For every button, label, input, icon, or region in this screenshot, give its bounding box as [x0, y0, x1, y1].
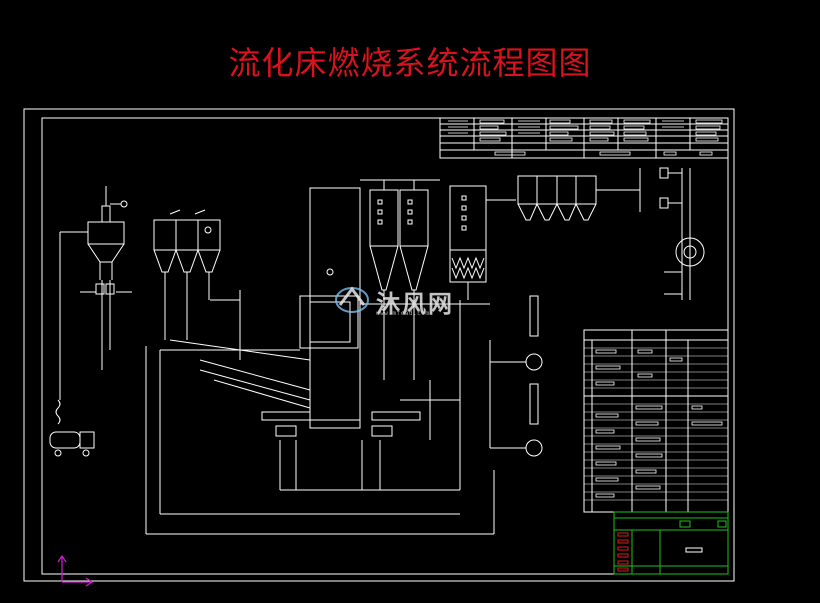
blowers	[489, 295, 543, 457]
ucs-axis-icon	[57, 554, 94, 587]
watermark: 沐风网 www.mfcad.com	[330, 283, 490, 318]
cyclones	[360, 179, 440, 380]
stack-fan	[659, 167, 705, 300]
drawing-title: 流化床燃烧系统流程图图	[228, 44, 592, 82]
triple-hopper	[153, 209, 221, 340]
bill-of-materials	[583, 329, 729, 513]
watermark-brand: 沐风网	[376, 290, 454, 318]
heat-exchanger	[449, 185, 516, 300]
bag-filter	[517, 168, 641, 221]
feed-silo-left	[55, 186, 132, 425]
piping	[145, 290, 495, 535]
watermark-url: www.mfcad.com	[376, 310, 430, 317]
outer-frame	[23, 108, 735, 582]
watermark-logo-icon	[335, 286, 369, 313]
furnace	[261, 187, 421, 437]
tank-truck	[49, 431, 95, 457]
inner-frame	[41, 117, 729, 575]
legend-table	[439, 117, 729, 159]
title-block	[613, 511, 729, 575]
